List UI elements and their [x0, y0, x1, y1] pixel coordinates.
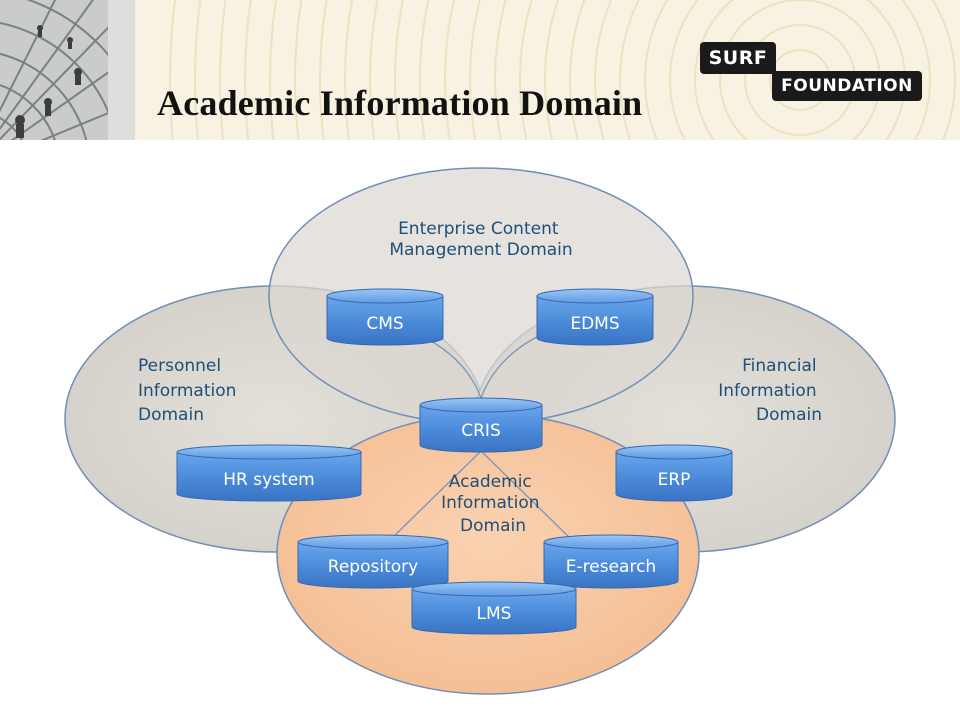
academic-domain-label: Academic Information Domain — [441, 472, 545, 536]
edms-cylinder: EDMS — [536, 288, 654, 346]
e-research-cylinder: E-research — [543, 534, 679, 589]
page-title: Academic Information Domain — [157, 83, 643, 123]
cms-cylinder: CMS — [326, 288, 444, 346]
ring-pattern — [169, 0, 956, 140]
surf-logo: SURF — [700, 42, 776, 74]
erp-cylinder: ERP — [615, 444, 733, 502]
header-background — [0, 0, 960, 140]
cris-label: CRIS — [461, 421, 501, 441]
erp-label: ERP — [658, 470, 691, 490]
e-research-label: E-research — [566, 557, 656, 577]
lms-cylinder: LMS — [411, 581, 577, 635]
cms-label: CMS — [366, 314, 403, 334]
hr-system-cylinder: HR system — [176, 444, 362, 502]
enterprise-domain-label: Enterprise Content Management Domain — [389, 219, 572, 260]
edms-label: EDMS — [570, 314, 619, 334]
hr-system-label: HR system — [223, 470, 314, 490]
header-banner: Academic Information Domain SURF FOUNDAT… — [0, 0, 960, 140]
cris-cylinder: CRIS — [419, 397, 543, 453]
foundation-logo: FOUNDATION — [772, 71, 922, 101]
repository-label: Repository — [328, 557, 418, 577]
repository-cylinder: Repository — [297, 534, 449, 589]
lms-label: LMS — [477, 604, 512, 624]
personnel-domain-label: Personnel Information Domain — [138, 356, 242, 425]
header-photo — [0, 0, 135, 140]
connector-lines — [389, 332, 573, 541]
financial-domain-label: Financial Information Domain — [718, 356, 822, 425]
